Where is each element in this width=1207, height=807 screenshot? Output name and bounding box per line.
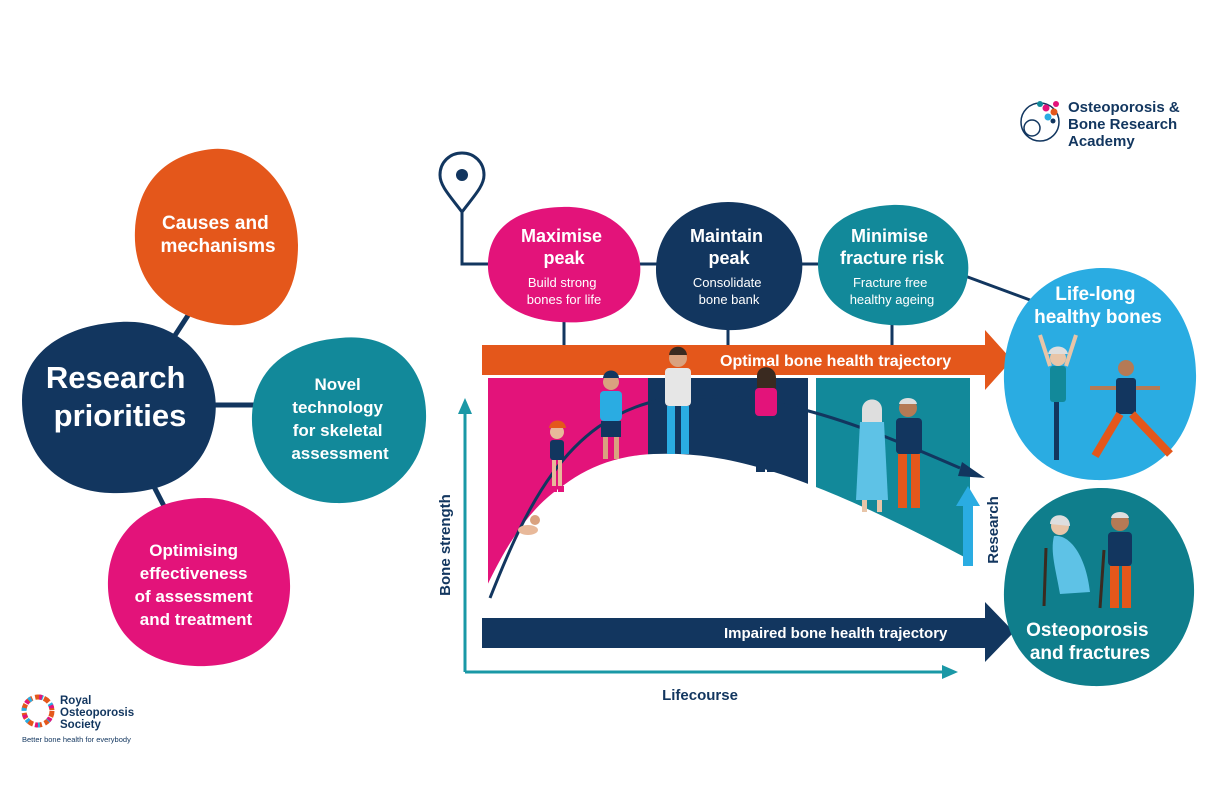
maximise-title-1: Maximise bbox=[521, 226, 602, 246]
outcomes: Life-long healthy bones bbox=[1003, 267, 1197, 687]
causes-line-1: Causes and bbox=[162, 213, 269, 234]
x-axis-arrow bbox=[942, 665, 958, 679]
research-priorities-bubble bbox=[22, 321, 216, 494]
svg-text:Build strong bones for l: Build strong bones for life bbox=[527, 275, 601, 307]
svg-text:Research priorities: Research priorities bbox=[46, 360, 194, 433]
maximise-desc-2: bones for life bbox=[527, 292, 601, 307]
research-priorities-line-1: Research bbox=[46, 360, 186, 395]
minimise-desc-1: Fracture free bbox=[853, 275, 927, 290]
svg-text:Life-long healthy bones: Life-long healthy bones bbox=[1034, 284, 1162, 328]
optimal-curve-arrowhead bbox=[958, 462, 985, 478]
osteo-line-1: Osteoporosis bbox=[1026, 620, 1148, 641]
svg-text:Causes and mechanisms: Causes and mechanisms bbox=[160, 213, 275, 257]
novel-line-4: assessment bbox=[291, 444, 389, 463]
teen-boy-figure bbox=[600, 370, 622, 459]
impaired-trajectory-arrow bbox=[482, 602, 1014, 662]
osteo-line-2: and fractures bbox=[1030, 643, 1150, 664]
novel-line-3: for skeletal bbox=[293, 421, 383, 440]
svg-text:Novel technology f: Novel technology for skeletal assessment bbox=[291, 375, 389, 463]
yoga-figures bbox=[1038, 334, 1173, 460]
ros-line-3: Society bbox=[60, 719, 102, 731]
svg-text:Consolidate bone bank: Consolidate bone bank bbox=[693, 275, 765, 307]
optimal-trajectory-label: Optimal bone health trajectory bbox=[720, 353, 951, 370]
impaired-trajectory-label: Impaired bone health trajectory bbox=[724, 625, 948, 642]
svg-text:Osteoporosis and fractur: Osteoporosis and fractures bbox=[1026, 620, 1154, 664]
location-pin-icon bbox=[438, 151, 486, 215]
maintain-title-2: peak bbox=[708, 248, 750, 268]
osteoporosis-bubble bbox=[1003, 487, 1195, 687]
healthy-line-1: Life-long bbox=[1055, 284, 1135, 305]
maintain-desc-1: Consolidate bbox=[693, 275, 762, 290]
ros-logo: Royal Osteoporosis Society Better bone h… bbox=[21, 694, 137, 744]
svg-text:Maximise peak: Maximise peak bbox=[521, 226, 607, 268]
y-axis-label: Bone strength bbox=[437, 494, 454, 596]
academy-logo-icon bbox=[1020, 101, 1060, 142]
novel-line-1: Novel bbox=[314, 375, 360, 394]
optimising-line-2: effectiveness bbox=[140, 564, 248, 583]
elderly-figures bbox=[1042, 512, 1132, 609]
research-arrow-head bbox=[956, 486, 980, 506]
svg-text:Royal Osteoporosis: Royal Osteoporosis Society bbox=[60, 695, 137, 731]
maintain-bubble bbox=[655, 202, 803, 331]
causes-line-2: mechanisms bbox=[160, 236, 275, 257]
maintain-title-1: Maintain bbox=[690, 226, 763, 246]
academy-line-3: Academy bbox=[1068, 133, 1135, 150]
academy-line-2: Bone Research bbox=[1068, 116, 1177, 133]
lifecourse-chart: Bone strength Lifecourse Research Optima… bbox=[437, 151, 1031, 704]
novel-technology-bubble bbox=[251, 337, 427, 504]
academy-logo: Osteoporosis & Bone Research Academy bbox=[1020, 99, 1184, 150]
ros-logo-icon bbox=[21, 694, 55, 728]
optimising-bubble bbox=[107, 498, 291, 667]
research-priorities: Causes and mechanisms Research prioritie… bbox=[22, 148, 427, 667]
optimising-line-1: Optimising bbox=[149, 541, 238, 560]
older-woman-figure bbox=[856, 399, 888, 512]
svg-text:Osteoporosis & Bone Rese: Osteoporosis & Bone Research Academy bbox=[1068, 99, 1184, 150]
maintain-desc-2: bone bank bbox=[699, 292, 760, 307]
maximise-desc-1: Build strong bbox=[528, 275, 597, 290]
svg-text:Minimise fracture risk: Minimise fracture risk bbox=[840, 226, 945, 268]
research-label: Research bbox=[985, 496, 1002, 564]
optimising-line-4: and treatment bbox=[140, 610, 253, 629]
stage-connector bbox=[964, 274, 1031, 302]
academy-line-1: Osteoporosis & bbox=[1068, 99, 1180, 116]
people-figures bbox=[518, 346, 922, 535]
minimise-bubble bbox=[818, 204, 969, 326]
causes-bubble bbox=[134, 148, 298, 326]
young-man-figure bbox=[665, 346, 691, 454]
minimise-title-1: Minimise bbox=[851, 226, 928, 246]
older-man-figure bbox=[896, 398, 922, 508]
baby-figure bbox=[518, 515, 540, 535]
y-axis-arrow bbox=[458, 398, 472, 414]
research-arrow-shaft bbox=[963, 502, 973, 566]
healthy-line-2: healthy bones bbox=[1034, 307, 1162, 328]
research-priorities-line-2: priorities bbox=[54, 398, 187, 433]
pin-connector bbox=[460, 205, 490, 266]
ros-tagline: Better bone health for everybody bbox=[22, 735, 131, 744]
x-axis-label: Lifecourse bbox=[662, 687, 738, 704]
woman-figure bbox=[755, 367, 777, 472]
svg-text:Fracture free healthy ag: Fracture free healthy ageing bbox=[850, 275, 935, 307]
minimise-title-2: fracture risk bbox=[840, 248, 945, 268]
svg-text:Optimising effectiveness: Optimising effectiveness of assessment a… bbox=[135, 541, 258, 629]
optimising-line-3: of assessment bbox=[135, 587, 253, 606]
maximise-bubble bbox=[487, 206, 641, 323]
child-figure bbox=[549, 420, 566, 492]
svg-text:Maintain peak: Maintain peak bbox=[690, 226, 768, 268]
ros-line-1: Royal bbox=[60, 695, 91, 707]
maximise-title-2: peak bbox=[543, 248, 585, 268]
ros-line-2: Osteoporosis bbox=[60, 707, 134, 719]
minimise-desc-2: healthy ageing bbox=[850, 292, 935, 307]
novel-line-2: technology bbox=[292, 398, 383, 417]
